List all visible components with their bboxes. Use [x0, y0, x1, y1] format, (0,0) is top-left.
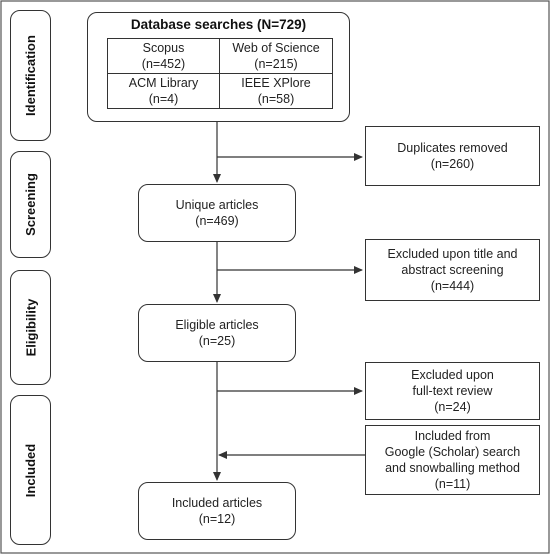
eligible-articles-count: (n=25) — [198, 334, 236, 348]
unique-articles-count: (n=469) — [195, 214, 239, 228]
included-from-line3: and snowballing method — [385, 461, 520, 475]
duplicates-removed-label: Duplicates removed — [397, 141, 508, 155]
unique-articles-label: Unique articles — [175, 198, 259, 212]
source-scopus-count: (n=452) — [141, 57, 186, 71]
source-web-of-science-name: Web of Science — [232, 41, 320, 55]
excluded-fulltext-count: (n=24) — [434, 400, 471, 414]
source-acm-library: ACM Library (n=4) — [107, 73, 220, 109]
source-acm-library-name: ACM Library — [128, 76, 199, 90]
source-ieee-xplore-count: (n=58) — [257, 92, 295, 106]
database-searches-title: Database searches (N=729) — [130, 17, 307, 32]
included-from-count: (n=11) — [434, 477, 471, 491]
stage-screening: Screening — [10, 151, 51, 258]
unique-articles-box: Unique articles (n=469) — [138, 184, 296, 242]
source-ieee-xplore-name: IEEE XPlore — [241, 76, 311, 90]
stage-screening-label: Screening — [23, 173, 39, 236]
excluded-fulltext-line2: full-text review — [412, 384, 493, 398]
source-web-of-science: Web of Science (n=215) — [219, 38, 333, 74]
excluded-title-abstract-box: Excluded upon title and abstract screeni… — [365, 239, 540, 301]
stage-identification-label: Identification — [23, 35, 39, 116]
source-ieee-xplore: IEEE XPlore (n=58) — [219, 73, 333, 109]
stage-identification: Identification — [10, 10, 51, 141]
stage-eligibility-label: Eligibility — [23, 298, 39, 357]
stage-included: Included — [10, 395, 51, 545]
included-from-line1: Included from — [414, 429, 491, 443]
eligible-articles-box: Eligible articles (n=25) — [138, 304, 296, 362]
duplicates-removed-box: Duplicates removed (n=260) — [365, 126, 540, 186]
excluded-fulltext-line1: Excluded upon — [411, 368, 494, 382]
excluded-fulltext-box: Excluded upon full-text review (n=24) — [365, 362, 540, 420]
included-articles-box: Included articles (n=12) — [138, 482, 296, 540]
stage-eligibility: Eligibility — [10, 270, 51, 385]
eligible-articles-label: Eligible articles — [175, 318, 259, 332]
included-articles-label: Included articles — [171, 496, 263, 510]
source-web-of-science-count: (n=215) — [254, 57, 298, 71]
source-scopus: Scopus (n=452) — [107, 38, 220, 74]
excluded-title-line2: abstract screening — [401, 263, 504, 277]
excluded-title-count: (n=444) — [430, 279, 475, 293]
included-articles-count: (n=12) — [198, 512, 236, 526]
excluded-title-line1: Excluded upon title and — [387, 247, 518, 261]
duplicates-removed-count: (n=260) — [430, 157, 475, 171]
included-from-box: Included from Google (Scholar) search an… — [365, 425, 540, 495]
source-scopus-name: Scopus — [142, 41, 185, 55]
stage-included-label: Included — [23, 443, 39, 497]
included-from-line2: Google (Scholar) search — [384, 445, 521, 459]
source-acm-library-count: (n=4) — [148, 92, 179, 106]
